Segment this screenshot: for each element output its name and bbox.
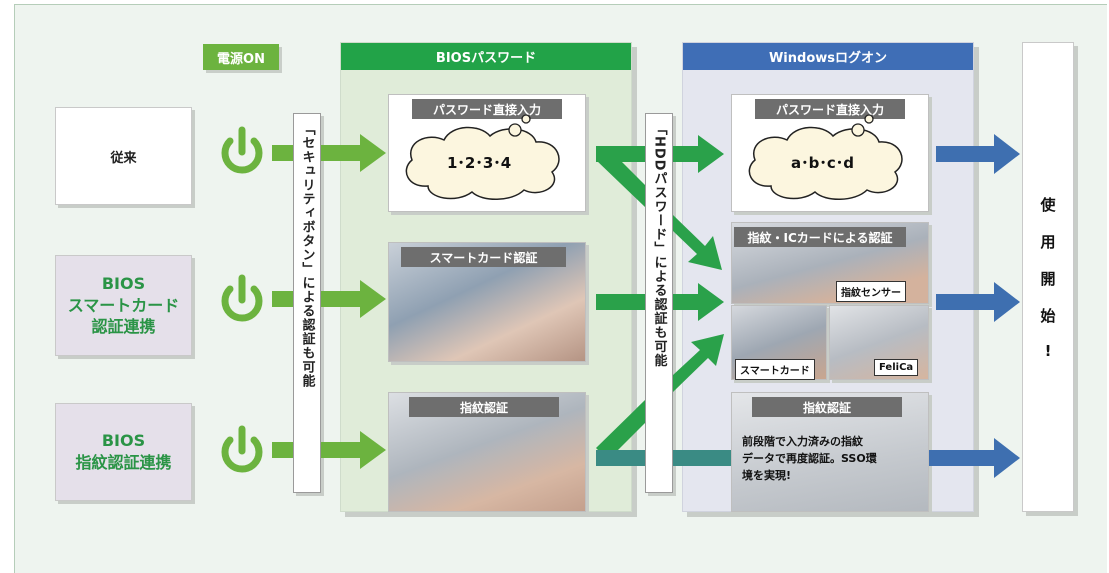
windows-fingerprint-description: 前段階で入力済みの指紋 データで再度認証。SSO環 境を実現! [742, 433, 877, 484]
arrow-icon [929, 438, 1020, 478]
bios-panel-title: BIOSパスワード [341, 43, 631, 70]
arrow-icon [272, 431, 386, 469]
arrow-icon [596, 283, 724, 321]
thought-cloud-icon [405, 114, 560, 200]
start-use-char: 始 [1040, 307, 1056, 325]
row-bios-smartcard: BIOS スマートカード 認証連携 [55, 255, 192, 356]
bios-smartcard-photo: スマートカード認証 [388, 242, 586, 362]
fingerprint-ic-label: 指紋・ICカードによる認証 [734, 227, 906, 247]
arrow-icon [936, 282, 1020, 322]
bios-smartcard-label: スマートカード認証 [401, 247, 566, 267]
start-use-char: 用 [1040, 233, 1056, 251]
hdd-password-note: 「HDDパスワード」による認証も可能 [645, 113, 673, 493]
windows-fingerprint-card: 指紋認証 前段階で入力済みの指紋 データで再度認証。SSO環 境を実現! [731, 392, 929, 512]
felica-photo: FeliCa [829, 305, 929, 380]
fingerprint-ic-photo: 指紋・ICカードによる認証 指紋センサー [731, 222, 929, 304]
windows-fingerprint-label: 指紋認証 [752, 397, 902, 417]
arrow-icon [596, 450, 731, 466]
row-label-line: BIOS [101, 274, 146, 294]
power-icon [221, 274, 263, 322]
start-use-box: 使 用 開 始 ! [1022, 42, 1074, 512]
power-icon [221, 126, 263, 174]
windows-password-label: パスワード直接入力 [755, 99, 905, 119]
row-label-line: BIOS [101, 431, 146, 451]
start-use-char: ! [1044, 342, 1052, 360]
windows-panel-title: Windowsログオン [683, 43, 973, 70]
row-conventional-label: 従来 [110, 150, 137, 166]
arrow-icon [272, 134, 386, 172]
arrow-icon [596, 148, 722, 270]
fingerprint-sensor-tag: 指紋センサー [836, 281, 906, 302]
power-on-tag: 電源ON [203, 44, 279, 70]
arrow-icon [936, 134, 1020, 174]
felica-tag: FeliCa [874, 359, 919, 376]
security-button-note: 「セキュリティボタン」による認証も可能 [293, 113, 321, 493]
arrow-icon [596, 334, 724, 460]
row-label-line: 認証連携 [91, 317, 156, 337]
bios-fingerprint-photo: 指紋認証 [388, 392, 586, 512]
description-line: 前段階で入力済みの指紋 [742, 435, 863, 448]
bios-password-label: パスワード直接入力 [412, 99, 562, 119]
row-bios-fingerprint: BIOS 指紋認証連携 [55, 403, 192, 501]
windows-password-value: a･b･c･d [791, 154, 854, 172]
arrow-icon [272, 280, 386, 318]
start-use-char: 開 [1040, 270, 1056, 288]
bios-fingerprint-label: 指紋認証 [409, 397, 559, 417]
description-line: 境を実現! [742, 469, 792, 483]
security-button-note-text: 「セキュリティボタン」による認証も可能 [299, 122, 315, 388]
power-icon [221, 425, 263, 473]
smartcard-tag: スマートカード [735, 359, 815, 380]
description-line: データで再度認証。SSO環 [742, 452, 877, 466]
start-use-char: 使 [1040, 196, 1056, 214]
bios-password-value: 1･2･3･4 [447, 154, 512, 172]
row-label-line: 指紋認証連携 [75, 453, 172, 472]
row-label-line: スマートカード [67, 295, 180, 315]
thought-cloud-icon [748, 114, 903, 200]
row-conventional: 従来 [55, 107, 192, 205]
smartcard-photo: スマートカード [731, 305, 827, 380]
hdd-password-note-text: 「HDDパスワード」による認証も可能 [651, 122, 667, 368]
